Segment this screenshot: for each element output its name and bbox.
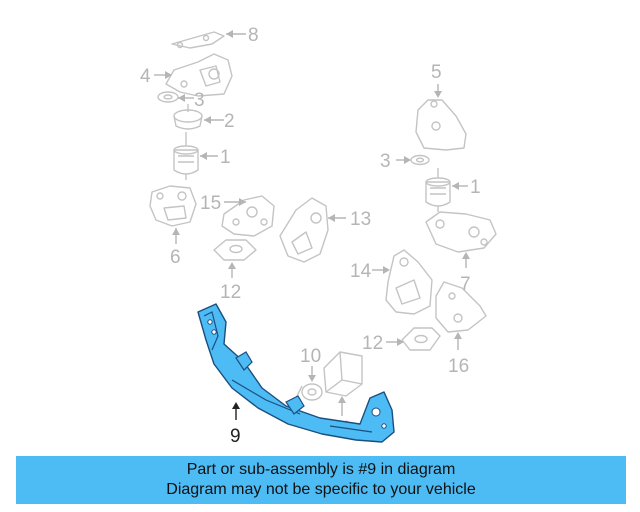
part-16-bracket[interactable] <box>435 281 487 333</box>
label-2: 2 <box>224 111 235 132</box>
part-9-crossmember[interactable] <box>197 303 395 443</box>
part-8-bracket[interactable] <box>171 31 225 49</box>
label-1-left: 1 <box>220 147 231 168</box>
part-3-washer-right[interactable] <box>410 154 430 166</box>
label-15: 15 <box>200 193 221 214</box>
part-1-engine-mount-left[interactable] <box>173 132 199 180</box>
label-12-right: 12 <box>362 333 383 354</box>
part-13-bracket[interactable] <box>279 197 329 263</box>
label-13: 13 <box>350 209 371 230</box>
label-5: 5 <box>431 62 442 83</box>
part-7-bracket[interactable] <box>425 211 497 253</box>
label-7: 7 <box>460 274 471 295</box>
part-10-bushing[interactable] <box>295 383 323 401</box>
label-3-right: 3 <box>380 151 391 172</box>
label-16: 16 <box>448 356 469 377</box>
part-1-engine-mount-right[interactable] <box>425 168 451 212</box>
part-15-bracket[interactable] <box>221 195 275 237</box>
label-4: 4 <box>140 66 151 87</box>
label-6: 6 <box>170 247 181 268</box>
label-14: 14 <box>350 261 372 282</box>
part-12-pad-right[interactable] <box>401 327 441 351</box>
part-11-mount[interactable] <box>323 351 363 397</box>
part-6-bracket[interactable] <box>149 185 197 227</box>
part-2-insulator[interactable] <box>173 104 203 130</box>
banner-line-1: Part or sub-assembly is #9 in diagram <box>186 461 456 478</box>
label-1-right: 1 <box>470 177 481 198</box>
label-12-left: 12 <box>220 282 241 303</box>
part-4-bracket[interactable] <box>165 53 233 97</box>
part-3-washer[interactable] <box>157 91 179 103</box>
label-3-left: 3 <box>194 90 205 111</box>
banner-line-2: Diagram may not be specific to your vehi… <box>166 481 476 498</box>
info-banner: Part or sub-assembly is #9 in diagram Di… <box>16 456 626 504</box>
part-12-pad-left[interactable] <box>213 239 257 261</box>
part-5-bracket[interactable] <box>415 99 467 151</box>
label-9: 9 <box>230 426 241 447</box>
parts-diagram: 8 4 3 2 1 6 <box>140 25 497 447</box>
label-8: 8 <box>248 25 259 46</box>
label-10: 10 <box>300 346 321 367</box>
part-14-bracket[interactable] <box>385 249 433 315</box>
